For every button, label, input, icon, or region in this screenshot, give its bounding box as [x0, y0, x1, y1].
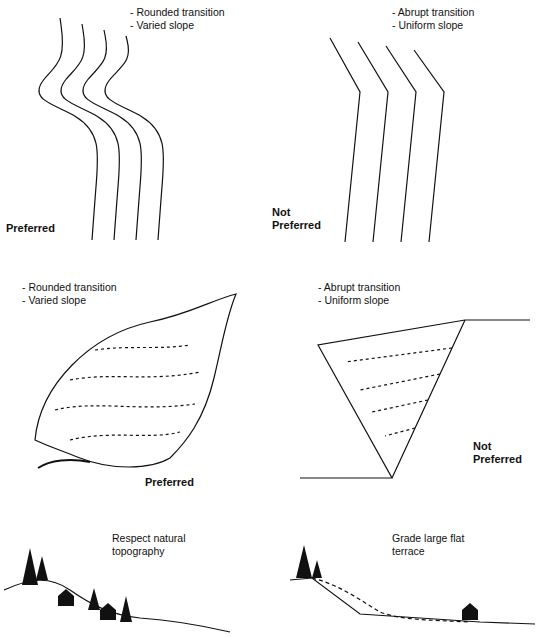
rounded-slope [35, 294, 236, 467]
ground-line [4, 580, 230, 632]
tree [296, 545, 322, 578]
note-label: - Varied slope [130, 19, 194, 32]
note-label: Grade large flat terrace [392, 532, 474, 558]
verdict-label: Not Preferred [473, 440, 535, 466]
contour-line [358, 42, 388, 242]
contour-line [105, 36, 164, 240]
contour-line [414, 50, 444, 242]
graded-ground-line [290, 578, 535, 624]
verdict-label: Preferred [6, 222, 55, 235]
note-label: - Rounded transition [22, 281, 117, 294]
house [58, 589, 116, 620]
tree [22, 548, 132, 622]
note-label: - Uniform slope [318, 294, 389, 307]
note-label: Respect natural topography [112, 532, 194, 558]
contour-line [61, 24, 120, 240]
house [462, 603, 478, 620]
slope-contour [55, 404, 195, 410]
note-label: - Abrupt transition [392, 6, 474, 19]
note-label: - Uniform slope [392, 19, 463, 32]
note-label: - Abrupt transition [318, 281, 400, 294]
slope-contour [70, 432, 180, 440]
slope-toe [38, 460, 90, 468]
slope-contour [345, 348, 452, 436]
contour-line [39, 18, 98, 240]
slope-contour [70, 372, 200, 380]
contour-line [330, 38, 360, 242]
verdict-label: Preferred [145, 476, 194, 489]
verdict-label: Not Preferred [272, 206, 334, 232]
contour-line [83, 30, 142, 240]
slope-contour [95, 345, 190, 350]
note-label: - Rounded transition [130, 6, 225, 19]
note-label: - Varied slope [22, 294, 86, 307]
natural-ground-line [312, 578, 470, 622]
contour-line [386, 46, 416, 242]
